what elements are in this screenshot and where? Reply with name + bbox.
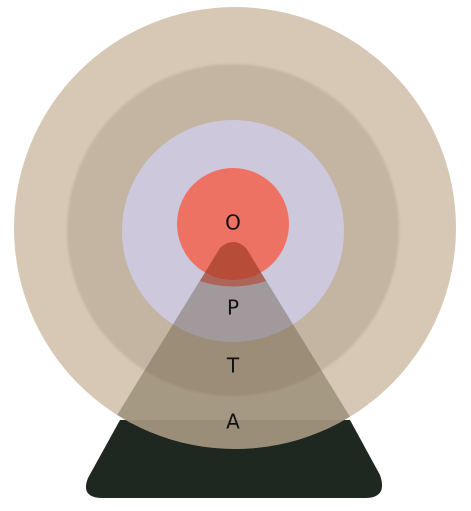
layer-label-o: O xyxy=(225,211,241,235)
pyramid-tip xyxy=(200,242,266,287)
layer-label-t: T xyxy=(226,354,240,378)
layer-label-p: P xyxy=(227,296,239,320)
pyramid-base xyxy=(85,420,383,498)
core-circle xyxy=(177,168,289,280)
layer-label-a: A xyxy=(226,410,240,434)
